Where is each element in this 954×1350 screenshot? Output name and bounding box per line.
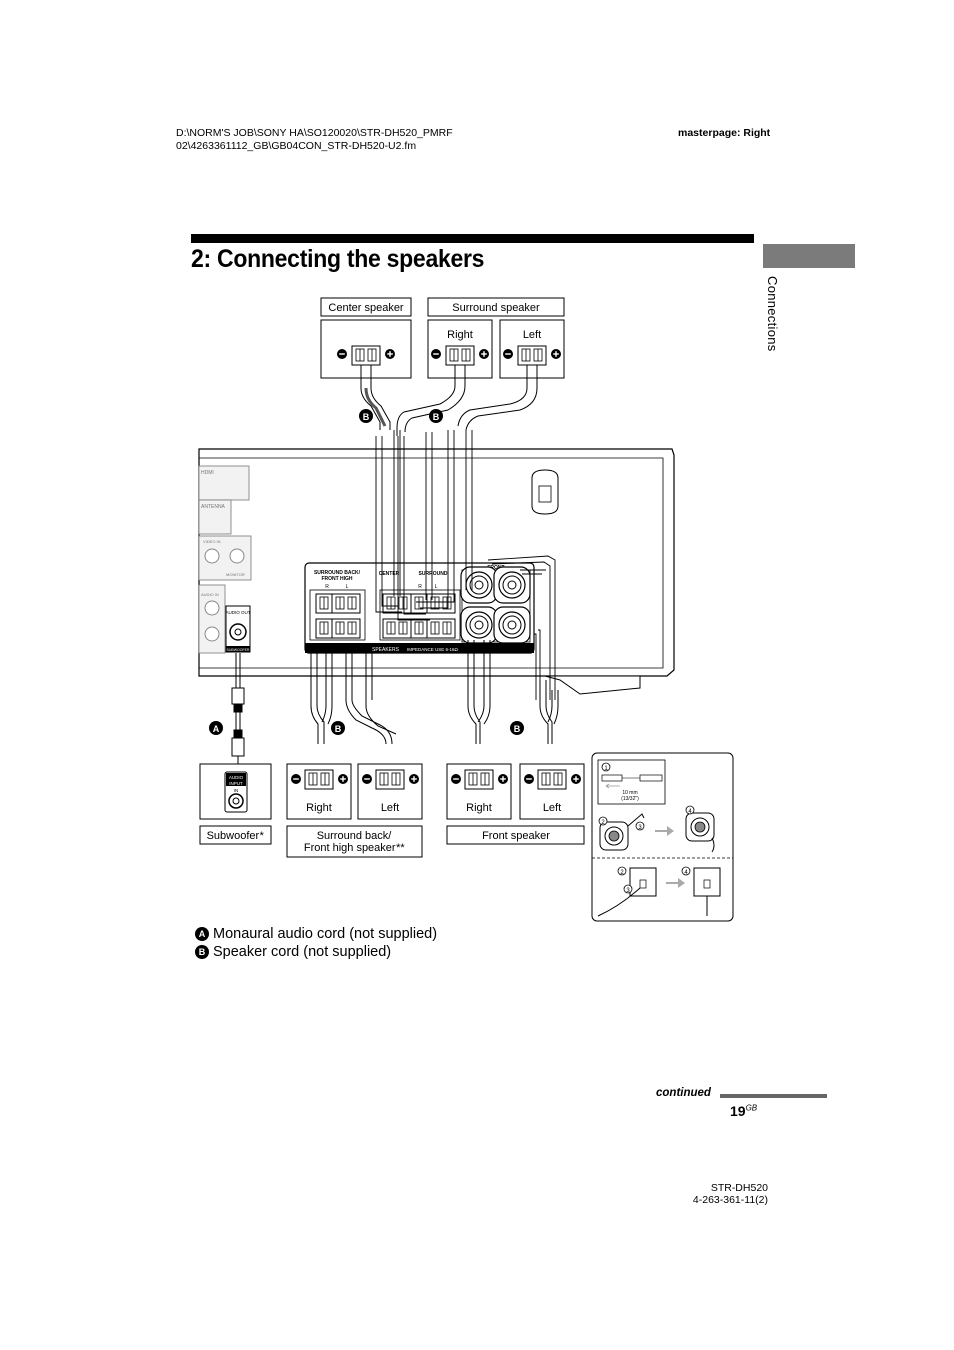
hdmi-label: HDMI xyxy=(201,470,214,476)
inset-strip-length: 10 mm xyxy=(622,790,637,796)
bottom-speaker-cords xyxy=(310,640,559,745)
front-right-label: Right xyxy=(466,802,492,814)
masterpage-label: masterpage: Right xyxy=(678,127,771,139)
surround-speaker-label: Surround speaker xyxy=(452,302,540,314)
legend-marker-b: B xyxy=(195,945,209,959)
page-title: 2: Connecting the speakers xyxy=(191,245,485,273)
svg-text:B: B xyxy=(335,724,342,734)
file-path-line-1: D:\NORM'S JOB\SONY HA\SO120020\STR-DH520… xyxy=(176,127,453,139)
center-speaker-label-box xyxy=(320,297,412,317)
video-in-label: VIDEO IN xyxy=(203,539,221,544)
inset-step3-b: 3 xyxy=(626,888,630,894)
surround-left-label: Left xyxy=(523,329,541,341)
front-speaker-right: Right xyxy=(446,763,512,820)
section-tab-label: Connections xyxy=(765,276,780,352)
top-speaker-cords xyxy=(360,365,538,436)
surround-panel-label: SURROUND xyxy=(419,571,448,577)
file-path-line-2: 02\4263361112_GB\GB04CON_STR-DH520-U2.fm xyxy=(176,140,417,152)
subwoofer-label-box xyxy=(199,825,272,845)
front-high-panel-label: FRONT HIGH xyxy=(321,576,352,582)
inset-step4-a: 4 xyxy=(688,809,692,815)
surround-back-speaker-right: Right xyxy=(286,763,352,820)
sub-panel-line3: IN xyxy=(234,788,239,793)
model-name: STR-DH520 xyxy=(710,1182,768,1194)
surround-back-label-line2: Front high speaker** xyxy=(304,842,405,854)
speakers-panel-label: SPEAKERS xyxy=(372,647,400,653)
svg-text:A: A xyxy=(213,724,220,734)
title-rule xyxy=(191,234,754,243)
svg-text:B: B xyxy=(363,412,370,422)
marker-b-bottom-right: B xyxy=(510,721,524,735)
front-speaker-left: Left xyxy=(519,763,585,820)
front-left-label: Left xyxy=(543,802,561,814)
subwoofer-cord xyxy=(231,653,245,768)
sub-panel-line2: INPUT xyxy=(229,781,243,786)
subwoofer: AUDIO INPUT IN xyxy=(199,763,272,820)
surround-back-label-box xyxy=(286,825,423,858)
subwoofer-out-label: SUBWOOFER xyxy=(227,648,250,652)
svg-text:B: B xyxy=(433,412,440,422)
marker-b-bottom-left: B xyxy=(331,721,345,735)
subwoofer-label: Subwoofer* xyxy=(207,830,265,842)
audio-out-label: AUDIO OUT xyxy=(225,610,250,615)
center-speaker xyxy=(320,319,412,379)
surround-back-label-line1: Surround back/ xyxy=(317,830,393,842)
inset-step2-b: 2 xyxy=(620,870,624,876)
marker-b-top-left: B xyxy=(359,409,373,423)
inset-step1: 1 xyxy=(604,766,608,772)
sur-r-label: R xyxy=(418,584,422,590)
sb-r-label: R xyxy=(325,584,329,590)
legend-text-b: Speaker cord (not supplied) xyxy=(213,944,392,960)
surround-back-right-label: Right xyxy=(306,802,332,814)
center-speaker-label: Center speaker xyxy=(328,302,404,314)
surround-back-left-label: Left xyxy=(381,802,399,814)
section-tab xyxy=(763,244,855,268)
antenna-label: ANTENNA xyxy=(201,504,226,510)
surround-back-panel-label: SURROUND BACK/ xyxy=(314,570,361,576)
continued-rule xyxy=(720,1094,827,1098)
marker-b-top-right: B xyxy=(429,409,443,423)
surround-right-label: Right xyxy=(447,329,473,341)
page-number: 19GB xyxy=(730,1103,758,1119)
front-panel-label: FRONT xyxy=(487,565,504,571)
surround-speaker-left: Left xyxy=(499,319,565,379)
sub-panel-line1: AUDIO xyxy=(229,775,244,780)
svg-text:B: B xyxy=(514,724,521,734)
sb-l-label: L xyxy=(346,584,349,590)
surround-speaker-right: Right xyxy=(427,319,493,379)
model-code: STR-DH520 4-263-361-11(2) xyxy=(690,1182,768,1206)
legend-item-a: A Monaural audio cord (not supplied) xyxy=(195,926,437,942)
surround-speaker-label-box xyxy=(427,297,565,317)
inset-step3-a: 3 xyxy=(638,825,642,831)
audio-in-label: AUDIO IN xyxy=(201,592,219,597)
receiver-rear-panel: HDMI ANTENNA VIDEO IN MONITOR AUDIO IN A… xyxy=(198,448,675,695)
receiver-cords xyxy=(375,430,556,700)
sur-l-label: L xyxy=(435,584,438,590)
center-panel-label: CENTER xyxy=(379,571,400,577)
front-speaker-label-box xyxy=(446,825,585,845)
legend-marker-a: A xyxy=(195,927,209,941)
cord-connection-inset: 1 10 mm (13/32") 2 3 4 2 3 4 xyxy=(591,752,734,922)
continued-label: continued xyxy=(656,1087,711,1099)
legend-item-b: B Speaker cord (not supplied) xyxy=(195,944,391,960)
marker-a: A xyxy=(209,721,223,735)
inset-strip-length-inch: (13/32") xyxy=(621,796,639,802)
file-path-header: D:\NORM'S JOB\SONY HA\SO120020\STR-DH520… xyxy=(176,127,453,153)
impedance-label: IMPEDANCE USE 6-16Ω xyxy=(407,647,459,652)
document-code: 4-263-361-11(2) xyxy=(692,1194,768,1206)
legend-text-a: Monaural audio cord (not supplied) xyxy=(213,926,438,942)
monitor-label: MONITOR xyxy=(226,572,245,577)
surround-back-speaker-left: Left xyxy=(357,763,423,820)
inset-step2-a: 2 xyxy=(601,820,605,826)
front-speaker-label: Front speaker xyxy=(482,830,550,842)
inset-step4-b: 4 xyxy=(684,870,688,876)
